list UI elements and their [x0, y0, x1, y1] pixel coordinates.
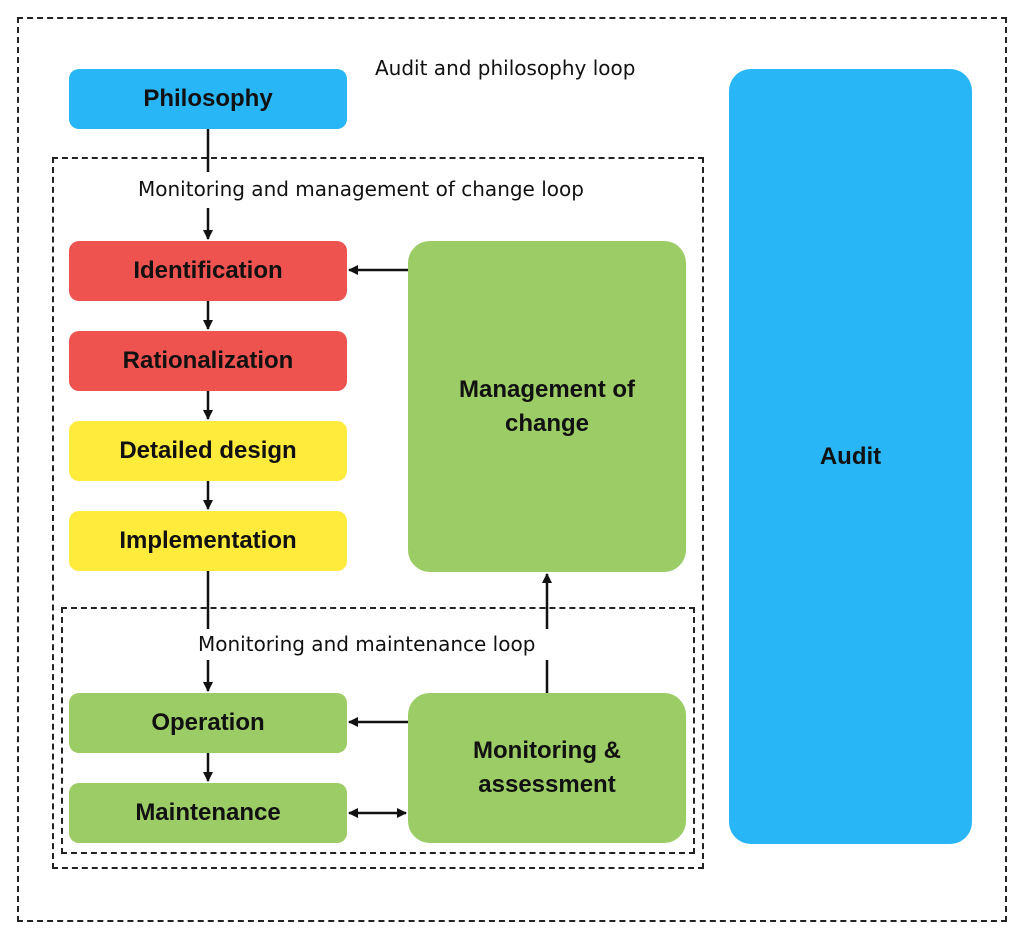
- implementation-node: Implementation: [69, 511, 347, 571]
- operation-node: Operation: [69, 693, 347, 753]
- monitoring-change-loop: [52, 157, 704, 869]
- monitoring-assessment-node: Monitoring & assessment: [408, 693, 686, 843]
- maintenance-node: Maintenance: [69, 783, 347, 843]
- monitoring-maintenance-loop-label: Monitoring and maintenance loop: [198, 632, 536, 656]
- monitoring-change-loop-label: Monitoring and management of change loop: [138, 177, 584, 201]
- audit-philosophy-loop: [17, 17, 1007, 922]
- audit-node: Audit: [729, 69, 972, 844]
- management-of-change-node: Management of change: [408, 241, 686, 572]
- identification-node: Identification: [69, 241, 347, 301]
- monitoring-maintenance-loop: [61, 607, 695, 854]
- audit-philosophy-loop-label: Audit and philosophy loop: [375, 56, 636, 80]
- rationalization-node: Rationalization: [69, 331, 347, 391]
- philosophy-node: Philosophy: [69, 69, 347, 129]
- detailed-design-node: Detailed design: [69, 421, 347, 481]
